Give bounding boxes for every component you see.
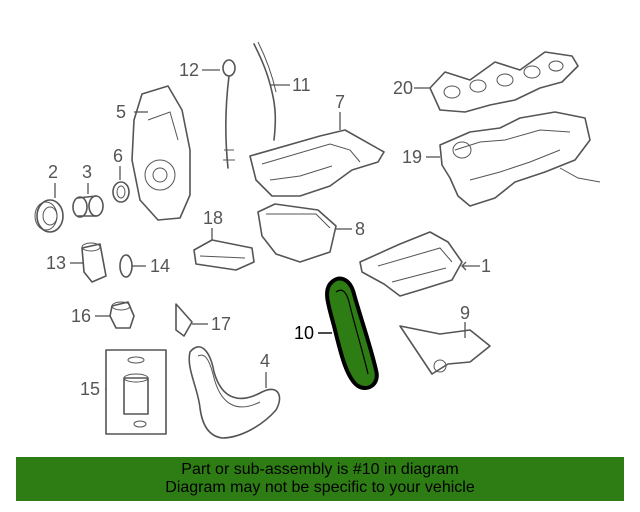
callout-10[interactable]: 10: [294, 323, 315, 343]
part-3-bushing[interactable]: [72, 195, 104, 218]
callout-19[interactable]: 19: [402, 147, 423, 167]
part-11-dipstick-tube[interactable]: [253, 41, 277, 141]
callout-20[interactable]: 20: [393, 78, 414, 98]
callout-15[interactable]: 15: [80, 379, 101, 399]
part-16-filter-cap[interactable]: [109, 301, 135, 329]
callout-18[interactable]: 18: [203, 208, 224, 228]
part-19-intake-manifold[interactable]: [439, 111, 601, 207]
callout-6[interactable]: 6: [113, 146, 124, 166]
parts-diagram: [34, 41, 601, 439]
callout-16[interactable]: 16: [71, 306, 92, 326]
part-8-oil-pan[interactable]: [257, 203, 337, 263]
info-banner: Part or sub-assembly is #10 in diagram D…: [16, 457, 624, 501]
callout-9[interactable]: 9: [460, 303, 471, 323]
part-1-oil-pan-lower[interactable]: [359, 231, 463, 297]
part-20-manifold-gasket[interactable]: [429, 51, 579, 113]
callout-3[interactable]: 3: [82, 162, 93, 182]
part-10-timing-chain[interactable]: [325, 276, 379, 390]
callout-12[interactable]: 12: [179, 60, 200, 80]
part-5-timing-cover[interactable]: [131, 85, 191, 221]
callout-1[interactable]: 1: [481, 256, 492, 276]
part-4-belt[interactable]: [188, 346, 281, 439]
banner-line-part: Part or sub-assembly is #10 in diagram: [181, 461, 459, 478]
part-6-seal[interactable]: [112, 181, 130, 203]
part-9-bracket[interactable]: [399, 325, 491, 375]
part-12-dipstick[interactable]: [222, 59, 236, 169]
part-18-module[interactable]: [193, 239, 255, 271]
part-17-bracket[interactable]: [175, 303, 193, 337]
leader-lines: [54, 69, 480, 390]
part-2-pulley[interactable]: [34, 199, 64, 233]
part-15-oil-filter-kit[interactable]: [105, 349, 167, 435]
part-14-gasket[interactable]: [119, 254, 133, 278]
part-13-housing[interactable]: [81, 242, 107, 283]
callout-14[interactable]: 14: [150, 256, 171, 276]
callout-8[interactable]: 8: [355, 219, 366, 239]
callout-2[interactable]: 2: [48, 162, 59, 182]
part-7-oil-pan-upper[interactable]: [249, 129, 385, 197]
callout-4[interactable]: 4: [260, 351, 271, 371]
callout-17[interactable]: 17: [211, 314, 232, 334]
callout-13[interactable]: 13: [46, 253, 67, 273]
banner-line-disclaimer: Diagram may not be specific to your vehi…: [165, 479, 475, 496]
callout-11[interactable]: 11: [292, 75, 311, 95]
callout-7[interactable]: 7: [335, 92, 346, 112]
callout-5[interactable]: 5: [116, 102, 127, 122]
